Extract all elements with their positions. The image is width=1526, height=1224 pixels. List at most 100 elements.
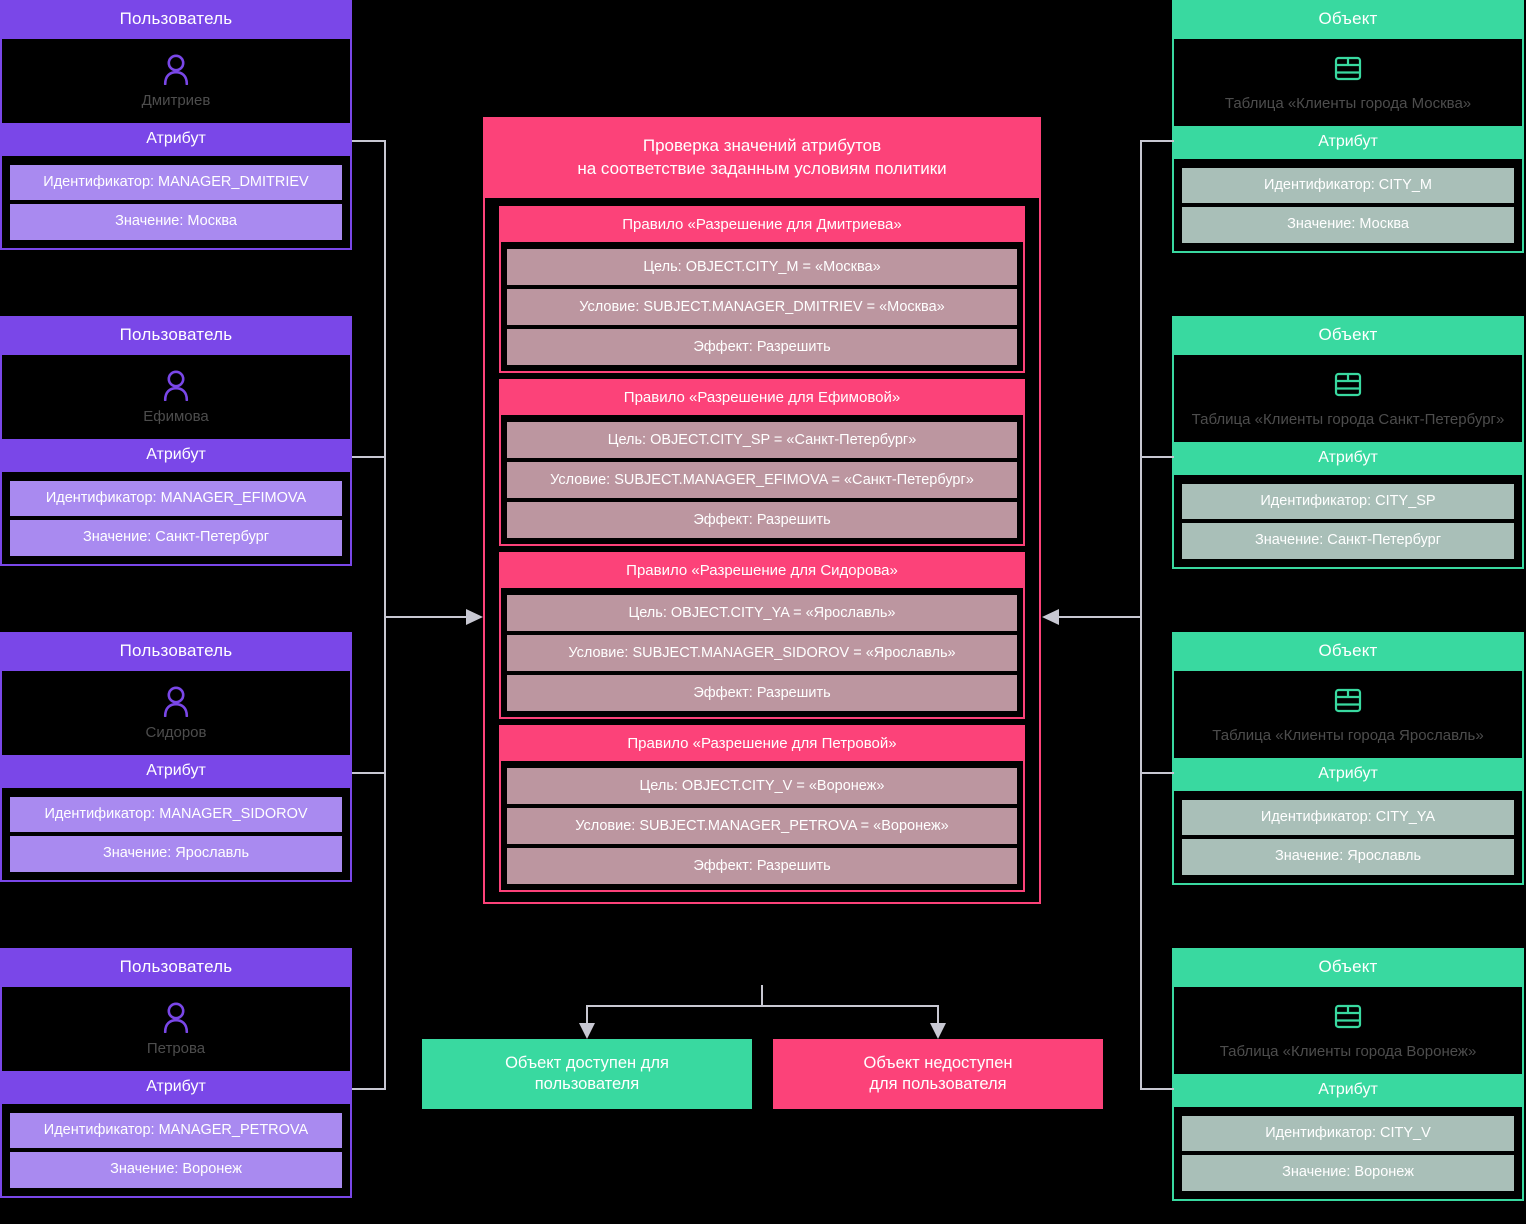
attribute-identifier: Идентификатор: CITY_V <box>1182 1115 1514 1152</box>
attribute-value: Значение: Москва <box>10 204 342 240</box>
user-card-sidorov[interactable]: Пользователь Сидоров Атрибут Идентификат… <box>0 632 352 882</box>
object-card-voronezh[interactable]: Объект Таблица «Клиенты города Воронеж» … <box>1172 948 1524 1201</box>
object-name: Таблица «Клиенты города Санкт-Петербург» <box>1191 411 1505 428</box>
policy-rule-efimova[interactable]: Правило «Разрешение для Ефимовой» Цель: … <box>499 378 1025 546</box>
attribute-header: Атрибут <box>0 438 352 472</box>
object-card-header: Объект <box>1172 632 1524 671</box>
rule-effect: Эффект: Разрешить <box>507 501 1017 538</box>
outcome-allow-line1: Объект доступен для <box>505 1053 669 1072</box>
left-stub-user-3 <box>352 1088 386 1090</box>
rule-target: Цель: OBJECT.CITY_YA = «Ярославль» <box>507 594 1017 631</box>
right-stub-object-2 <box>1140 772 1174 774</box>
outcome-object-denied[interactable]: Объект недоступен для пользователя <box>773 1039 1103 1109</box>
rule-effect: Эффект: Разрешить <box>507 674 1017 711</box>
right-arrow-line <box>1058 616 1142 618</box>
user-card-petrova[interactable]: Пользователь Петрова Атрибут Идентификат… <box>0 948 352 1198</box>
object-card-yaroslavl[interactable]: Объект Таблица «Клиенты города Ярославль… <box>1172 632 1524 885</box>
right-stub-object-0 <box>1140 140 1174 142</box>
policy-rule-sidorov[interactable]: Правило «Разрешение для Сидорова» Цель: … <box>499 551 1025 719</box>
attribute-header: Атрибут <box>1172 441 1524 475</box>
outcome-fork-stem <box>761 985 763 1006</box>
left-stub-user-1 <box>352 456 386 458</box>
attribute-value: Значение: Воронеж <box>1182 1155 1514 1191</box>
object-card-moscow[interactable]: Объект Таблица «Клиенты города Москва» А… <box>1172 0 1524 253</box>
rule-target: Цель: OBJECT.CITY_M = «Москва» <box>507 248 1017 285</box>
attribute-identifier: Идентификатор: CITY_M <box>1182 167 1514 204</box>
object-card-body: Таблица «Клиенты города Санкт-Петербург» <box>1172 355 1524 442</box>
user-card-dmitriev[interactable]: Пользователь Дмитриев Атрибут Идентифика… <box>0 0 352 250</box>
attribute-identifier: Идентификатор: MANAGER_PETROVA <box>10 1112 342 1149</box>
object-card-body: Таблица «Клиенты города Ярославль» <box>1172 671 1524 758</box>
policy-evaluation-panel[interactable]: Проверка значений атрибутов на соответст… <box>483 117 1041 904</box>
left-stub-user-2 <box>352 772 386 774</box>
attribute-chips: Идентификатор: CITY_SP Значение: Санкт-П… <box>1172 474 1524 569</box>
object-name: Таблица «Клиенты города Ярославль» <box>1212 727 1484 744</box>
rule-body: Цель: OBJECT.CITY_SP = «Санкт-Петербург»… <box>501 414 1023 544</box>
rule-body: Цель: OBJECT.CITY_M = «Москва» Условие: … <box>501 241 1023 371</box>
user-name: Ефимова <box>143 408 209 425</box>
outcome-fork-bar <box>587 1005 939 1007</box>
person-icon <box>2 685 350 717</box>
person-icon <box>2 53 350 85</box>
right-stub-object-3 <box>1140 1088 1174 1090</box>
object-card-body: Таблица «Клиенты города Москва» <box>1172 39 1524 126</box>
attribute-chips: Идентификатор: MANAGER_SIDOROV Значение:… <box>0 787 352 882</box>
attribute-chips: Идентификатор: MANAGER_DMITRIEV Значение… <box>0 155 352 250</box>
table-icon <box>1333 688 1363 719</box>
rule-target: Цель: OBJECT.CITY_V = «Воронеж» <box>507 767 1017 804</box>
attribute-chips: Идентификатор: CITY_V Значение: Воронеж <box>1172 1106 1524 1201</box>
attribute-value: Значение: Москва <box>1182 207 1514 243</box>
outcome-object-accessible[interactable]: Объект доступен для пользователя <box>422 1039 752 1109</box>
deny-arrowhead-icon <box>930 1023 946 1039</box>
attribute-header: Атрибут <box>1172 125 1524 159</box>
user-card-header: Пользователь <box>0 632 352 671</box>
left-stub-user-0 <box>352 140 386 142</box>
left-arrow-line <box>384 616 470 618</box>
person-icon <box>2 1001 350 1033</box>
attribute-chips: Идентификатор: MANAGER_EFIMOVA Значение:… <box>0 471 352 566</box>
rule-title: Правило «Разрешение для Петровой» <box>501 726 1023 761</box>
attribute-header: Атрибут <box>1172 1073 1524 1107</box>
rule-title: Правило «Разрешение для Дмитриева» <box>501 207 1023 242</box>
rule-condition: Условие: SUBJECT.MANAGER_SIDOROV = «Ярос… <box>507 634 1017 671</box>
outcome-branch-deny <box>937 1005 939 1027</box>
policy-title-line1: Проверка значений атрибутов <box>642 136 882 155</box>
user-card-body: Дмитриев <box>0 39 352 123</box>
attribute-header: Атрибут <box>0 1070 352 1104</box>
attribute-value: Значение: Санкт-Петербург <box>10 520 342 556</box>
outcome-allow-text: Объект доступен для пользователя <box>505 1053 669 1096</box>
user-card-header: Пользователь <box>0 948 352 987</box>
object-card-spb[interactable]: Объект Таблица «Клиенты города Санкт-Пет… <box>1172 316 1524 569</box>
attribute-identifier: Идентификатор: MANAGER_DMITRIEV <box>10 164 342 201</box>
attribute-value: Значение: Ярославль <box>1182 839 1514 875</box>
user-name: Дмитриев <box>141 92 211 109</box>
user-card-header: Пользователь <box>0 316 352 355</box>
rule-target: Цель: OBJECT.CITY_SP = «Санкт-Петербург» <box>507 421 1017 458</box>
object-card-header: Объект <box>1172 948 1524 987</box>
left-bus-vertical <box>384 140 386 1090</box>
user-card-body: Ефимова <box>0 355 352 439</box>
attribute-value: Значение: Воронеж <box>10 1152 342 1188</box>
table-icon <box>1333 372 1363 403</box>
rule-body: Цель: OBJECT.CITY_V = «Воронеж» Условие:… <box>501 760 1023 890</box>
attribute-identifier: Идентификатор: MANAGER_SIDOROV <box>10 796 342 833</box>
user-card-body: Петрова <box>0 987 352 1071</box>
attribute-chips: Идентификатор: MANAGER_PETROVA Значение:… <box>0 1103 352 1198</box>
attribute-header: Атрибут <box>1172 757 1524 791</box>
outcome-deny-line2: для пользователя <box>869 1075 1007 1093</box>
rule-effect: Эффект: Разрешить <box>507 847 1017 884</box>
rule-body: Цель: OBJECT.CITY_YA = «Ярославль» Услов… <box>501 587 1023 717</box>
object-card-header: Объект <box>1172 0 1524 39</box>
user-card-body: Сидоров <box>0 671 352 755</box>
object-card-body: Таблица «Клиенты города Воронеж» <box>1172 987 1524 1074</box>
policy-rule-petrova[interactable]: Правило «Разрешение для Петровой» Цель: … <box>499 724 1025 892</box>
right-stub-object-1 <box>1140 456 1174 458</box>
attribute-chips: Идентификатор: CITY_M Значение: Москва <box>1172 158 1524 253</box>
user-name: Петрова <box>146 1040 206 1057</box>
policy-rule-dmitriev[interactable]: Правило «Разрешение для Дмитриева» Цель:… <box>499 205 1025 373</box>
outcome-branch-allow <box>586 1005 588 1027</box>
rule-condition: Условие: SUBJECT.MANAGER_DMITRIEV = «Мос… <box>507 288 1017 325</box>
attribute-header: Атрибут <box>0 754 352 788</box>
user-card-efimova[interactable]: Пользователь Ефимова Атрибут Идентификат… <box>0 316 352 566</box>
